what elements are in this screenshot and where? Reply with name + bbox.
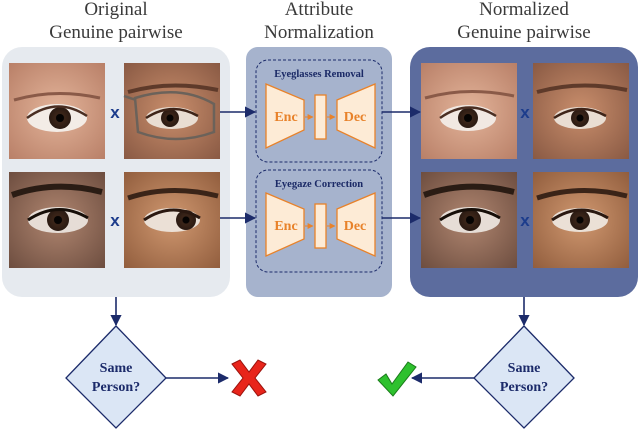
right-title-line1: Normalized (479, 0, 569, 20)
module-title-eyeglasses: Eyeglasses Removal (274, 69, 364, 80)
eye-image-normalized-2a (421, 172, 517, 268)
eye-image-original-2a (9, 172, 105, 268)
left-title-line1: Original (84, 0, 147, 20)
pair-operator-original-2: x (110, 211, 120, 230)
eye-image-original-1a (9, 63, 105, 159)
encoder-label-2: Enc (274, 219, 297, 234)
decision-right: Same Person? (473, 325, 575, 429)
decision-right-line2: Person? (500, 380, 548, 395)
pair-operator-normalized-1: x (520, 103, 530, 122)
eye-image-normalized-2b (533, 172, 629, 268)
eye-image-original-1b (123, 63, 220, 159)
eye-image-original-2b (124, 172, 220, 268)
cross-icon (231, 359, 267, 397)
latent-block-1 (314, 94, 327, 140)
module-title-eyegaze: Eyegaze Correction (275, 179, 363, 190)
right-title-line2: Genuine pairwise (457, 22, 590, 43)
decoder-label-1: Dec (344, 110, 367, 125)
pair-operator-original-1: x (110, 103, 120, 122)
middle-title-line2: Normalization (264, 22, 374, 43)
decision-left-line1: Same (100, 361, 133, 376)
decision-left: Same Person? (65, 325, 167, 429)
decoder-block-2 (336, 192, 376, 258)
eye-image-normalized-1b (533, 63, 629, 159)
encoder-block-2 (265, 192, 305, 258)
left-title-line2: Genuine pairwise (49, 22, 182, 43)
decision-right-line1: Same (508, 361, 541, 376)
check-icon (377, 361, 417, 397)
encoder-label-1: Enc (274, 110, 297, 125)
decision-left-line2: Person? (92, 380, 140, 395)
eye-image-normalized-1a (421, 63, 517, 159)
module-eyeglasses-removal: Eyeglasses Removal Enc Dec (255, 59, 383, 163)
middle-title-line1: Attribute (285, 0, 354, 20)
latent-block-2 (314, 203, 327, 249)
decoder-label-2: Dec (344, 219, 367, 234)
encoder-block-1 (265, 83, 305, 150)
pair-operator-normalized-2: x (520, 211, 530, 230)
decoder-block-1 (336, 83, 376, 150)
